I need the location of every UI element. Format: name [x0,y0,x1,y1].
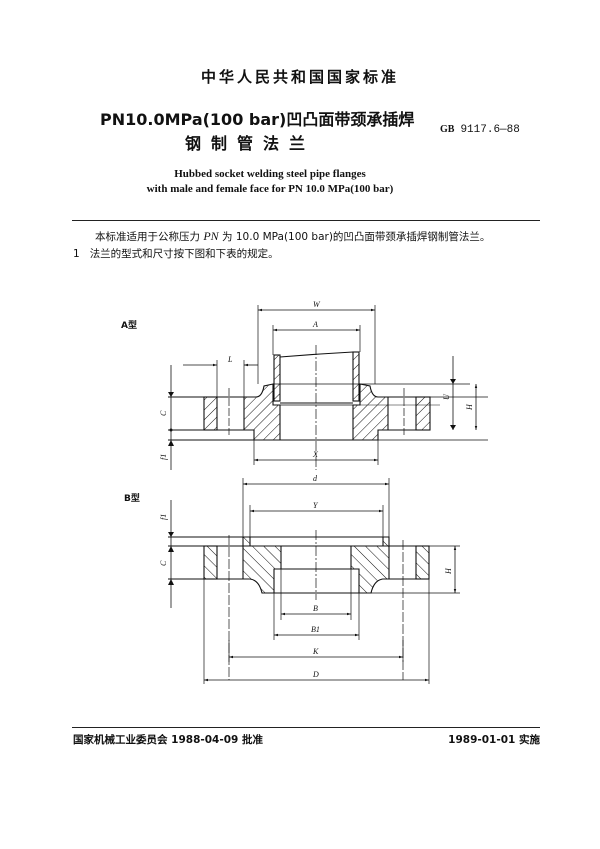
dim-label-f1: f1 [159,454,168,460]
title-chinese-line2: 钢制管法兰 [184,134,315,153]
dim-label-f1-b: f1 [159,514,168,520]
dim-label-h-b: H [444,567,453,575]
figure-label-type-b: B型 [124,494,140,504]
dim-label-x: X [312,450,319,459]
dim-label-w: W [313,300,321,309]
dim-label-c-b: C [159,560,168,566]
title-english-line1: Hubbed socket welding steel pipe flanges [174,168,366,180]
intro-text-pre: 本标准适用于公称压力 [95,231,200,243]
header-divider [72,220,540,221]
dim-label-a: A [312,320,318,329]
figure-type-b-labels: d Y f1 C H B B1 K D [159,474,453,679]
approval-info: 国家机械工业委员会 1988-04-09 批准 [73,734,263,746]
figure-type-a-labels: W A L C f1 X U H [159,300,474,460]
dim-label-b1: B1 [311,625,320,634]
dim-label-h: H [465,403,474,411]
effective-date: 1989-01-01 实施 [448,734,540,746]
dim-label-u: U [442,393,451,400]
dim-label-d: d [313,474,318,483]
clause-number: 1 [73,248,80,260]
dim-label-k: K [312,647,319,656]
figure-label-type-a: A型 [121,321,137,331]
standard-code: GB 9117.6—88 [440,124,520,136]
standard-organization-header: 中华人民共和国国家标准 [200,68,399,86]
nominal-pressure-symbol: PN [203,229,219,243]
intro-text-post: 为 10.0 MPa(100 bar)的凹凸面带颈承插焊钢制管法兰。 [222,231,491,243]
title-chinese-line1: PN10.0MPa(100 bar)凹凸面带颈承插焊 [100,110,415,129]
figure-type-b [168,478,460,684]
footer-divider [72,727,540,728]
dim-label-c: C [159,410,168,416]
standard-number: 9117.6—88 [460,124,520,136]
dim-label-b: B [313,604,318,613]
clause-1: 1 法兰的型式和尺寸按下图和下表的规定。 [73,246,279,261]
title-english-line2: with male and female face for PN 10.0 MP… [146,183,394,195]
clause-text: 法兰的型式和尺寸按下图和下表的规定。 [89,248,279,260]
dim-label-d-outer: D [312,670,319,679]
figure-type-a [168,305,488,470]
intro-paragraph: 本标准适用于公称压力 PN 为 10.0 MPa(100 bar)的凹凸面带颈承… [95,229,490,244]
dim-label-y: Y [313,501,319,510]
dim-label-l: L [227,355,233,364]
standard-prefix: GB [440,124,455,135]
